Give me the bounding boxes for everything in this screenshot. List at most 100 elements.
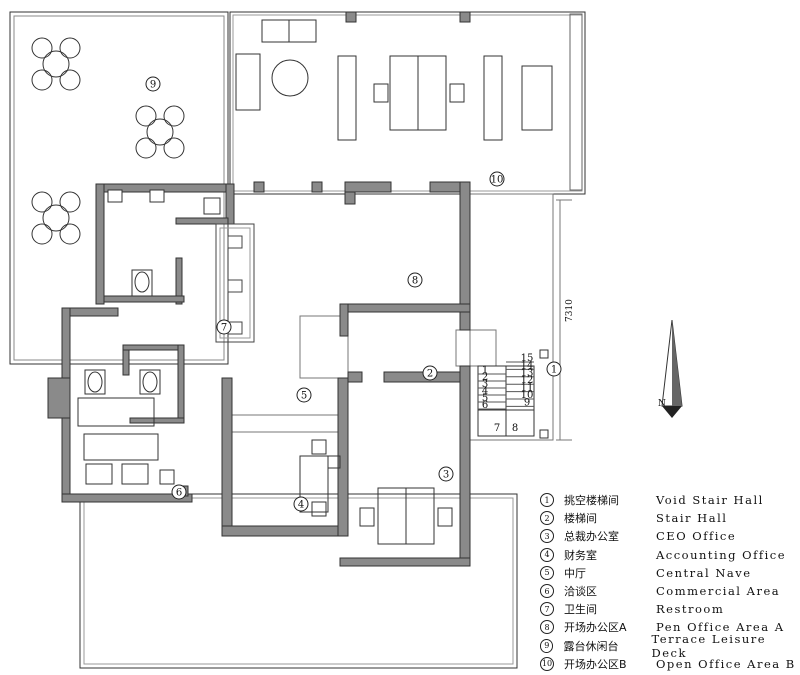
- coffee-table: [271, 59, 309, 97]
- legend-row: 2 楼梯间 Stair Hall: [540, 509, 800, 527]
- open-office-b-outline: [229, 11, 586, 195]
- legend-chinese-label: 财务室: [564, 548, 597, 562]
- stair-step-right: 14: [521, 360, 534, 371]
- wall: [253, 181, 265, 193]
- stair-step-right: 12: [521, 375, 534, 386]
- stair-step-right: 11: [521, 383, 534, 394]
- legend-marker: 8: [540, 620, 554, 635]
- legend-row: 8 开场办公区A Pen Office Area A: [540, 618, 800, 636]
- legend-marker: 2: [540, 511, 554, 526]
- room-marker-r2: [422, 365, 438, 381]
- wall: [459, 365, 471, 567]
- room-number-r5: 5: [301, 391, 307, 402]
- legend-marker: 10: [540, 656, 554, 671]
- wall: [95, 183, 105, 305]
- room-number-r3: 3: [443, 470, 449, 481]
- north-arrow: N: [658, 319, 683, 418]
- wall: [311, 181, 323, 193]
- legend-chinese-label: 开场办公区B: [564, 657, 627, 671]
- stair-step-right: 10: [521, 390, 534, 401]
- legend-english-label: Commercial Area: [656, 584, 781, 599]
- wall: [459, 181, 471, 313]
- wall: [177, 344, 185, 424]
- room-marker-r6: [171, 484, 187, 500]
- stair-step-right: 13: [521, 368, 534, 379]
- room-marker-r9: [145, 76, 161, 92]
- legend-row: 3 总裁办公室 CEO Office: [540, 527, 800, 545]
- room-marker-r3: [438, 466, 454, 482]
- legend-english-label: Accounting Office: [656, 547, 787, 562]
- room-marker-r7: [216, 319, 232, 335]
- wall: [122, 344, 184, 351]
- room-number-r10: 10: [491, 175, 504, 186]
- room-marker-r10: [489, 171, 505, 187]
- terrace-table: [135, 105, 185, 159]
- legend-marker: 1: [540, 493, 554, 508]
- stairs: [477, 365, 535, 437]
- wall: [347, 371, 363, 383]
- legend-english-label: Pen Office Area A: [656, 620, 785, 635]
- room-marker-r4: [293, 496, 309, 512]
- wall: [339, 303, 349, 337]
- legend-chinese-label: 开场办公区A: [564, 621, 627, 635]
- legend-marker: 9: [540, 638, 554, 653]
- legend-marker: 3: [540, 529, 554, 544]
- legend-chinese-label: 总裁办公室: [564, 530, 619, 544]
- wall: [459, 311, 471, 331]
- wall: [221, 377, 233, 529]
- legend-chinese-label: 楼梯间: [564, 512, 597, 526]
- wall: [221, 525, 343, 537]
- legend-chinese-label: 挑空楼梯间: [564, 494, 619, 508]
- legend-english-label: Stair Hall: [656, 511, 728, 526]
- north-label: N: [658, 399, 666, 409]
- wall: [61, 493, 193, 503]
- legend-marker: 5: [540, 565, 554, 580]
- legend-marker: 7: [540, 602, 554, 617]
- stair-landing-label: 8: [512, 423, 518, 434]
- legend-english-label: Restroom: [656, 602, 725, 617]
- wall: [47, 377, 71, 419]
- legend-english-label: Terrace Leisure Deck: [651, 631, 767, 660]
- wall: [339, 303, 471, 313]
- wall: [175, 257, 183, 305]
- room-number-r9: 9: [150, 80, 156, 91]
- wall: [61, 307, 71, 379]
- room-number-r2: 2: [427, 369, 433, 380]
- legend-chinese-label: 卫生间: [564, 603, 597, 617]
- wall: [339, 557, 471, 567]
- legend-marker: 6: [540, 584, 554, 599]
- stair-step-right: 9: [524, 397, 530, 408]
- wall: [103, 295, 185, 303]
- legend: 1 挑空楼梯间 Void Stair Hall 2 楼梯间 Stair Hall 3 总裁办公…: [540, 491, 800, 673]
- legend-row: 7 卫生间 Restroom: [540, 600, 800, 618]
- terrace-table: [31, 37, 81, 91]
- room-number-r8: 8: [412, 276, 418, 287]
- legend-english-label: Central Nave: [656, 565, 752, 580]
- stair-step-left: 5: [482, 393, 488, 404]
- legend-chinese-label: 洽谈区: [564, 585, 597, 599]
- dimension-label: 7310: [565, 299, 575, 322]
- sofa: [235, 53, 261, 111]
- legend-row: 4 财务室 Accounting Office: [540, 546, 800, 564]
- stair-step-left: 3: [482, 379, 488, 390]
- wall: [61, 417, 71, 503]
- stair-step-right: 15: [521, 353, 534, 364]
- stair-landing-label: 7: [494, 423, 500, 434]
- legend-row: 1 挑空楼梯间 Void Stair Hall: [540, 491, 800, 509]
- terrace-table: [31, 191, 81, 245]
- room-marker-r8: [407, 272, 423, 288]
- room-number-r1: 1: [551, 365, 557, 376]
- wall: [345, 11, 357, 23]
- lower-terrace-outline: [79, 493, 518, 669]
- legend-english-label: Void Stair Hall: [656, 493, 764, 508]
- wall: [337, 377, 349, 537]
- legend-english-label: CEO Office: [656, 529, 737, 544]
- stair-step-left: 6: [482, 400, 488, 411]
- legend-marker: 4: [540, 547, 554, 562]
- room-marker-r5: [296, 387, 312, 403]
- wall: [129, 417, 185, 424]
